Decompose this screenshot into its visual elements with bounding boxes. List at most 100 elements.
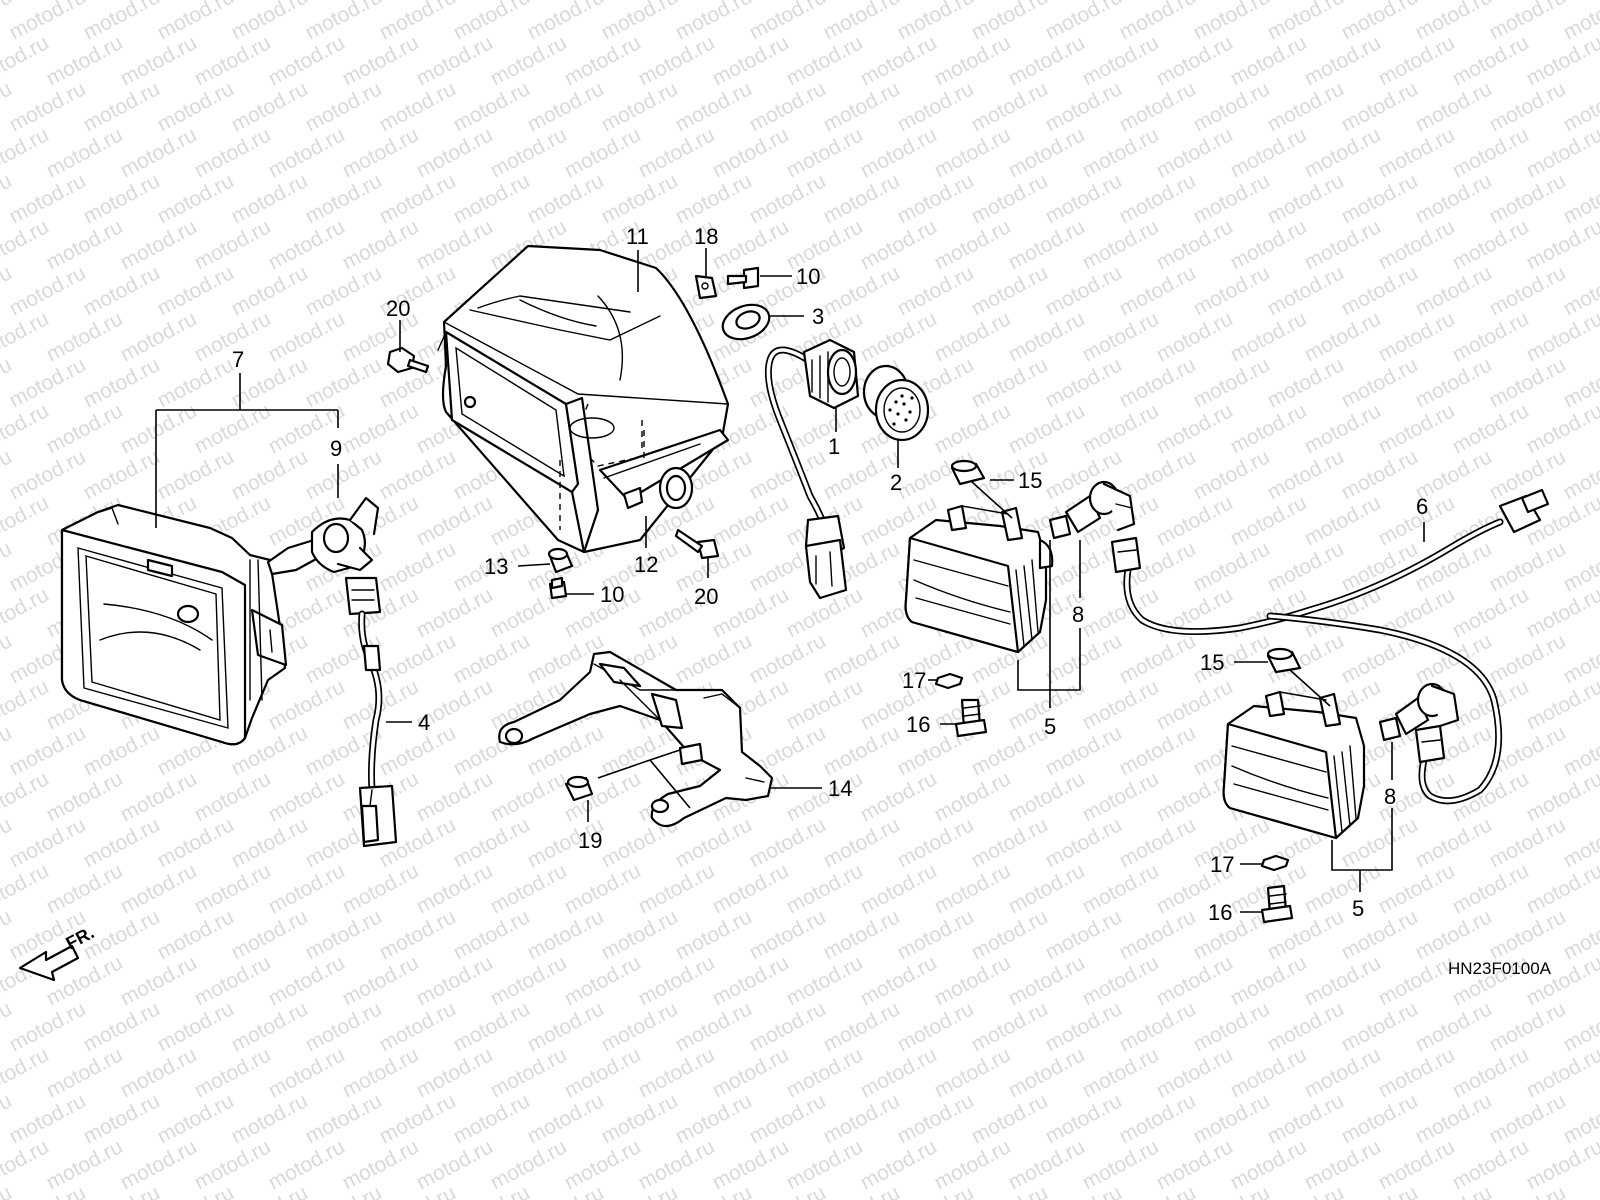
watermark-text: motod.ru <box>1116 813 1200 872</box>
watermark-text: motod.ru <box>1523 859 1600 918</box>
watermark-text: motod.ru <box>487 1043 571 1102</box>
watermark-text: motod.ru <box>80 813 164 872</box>
watermark-text: motod.ru <box>1116 353 1200 412</box>
watermark-text: motod.ru <box>820 905 904 964</box>
watermark-text: motod.ru <box>1264 77 1348 136</box>
watermark-text: motod.ru <box>635 951 719 1010</box>
watermark-text: motod.ru <box>117 399 201 458</box>
watermark-text: motod.ru <box>265 767 349 826</box>
callout-9: 9 <box>330 436 342 461</box>
watermark-text: motod.ru <box>1523 675 1600 734</box>
watermark-text: motod.ru <box>1486 629 1570 688</box>
watermark-text: motod.ru <box>1449 123 1533 182</box>
watermark-text: motod.ru <box>1116 721 1200 780</box>
watermark-text: motod.ru <box>117 767 201 826</box>
watermark-text: motod.ru <box>450 77 534 136</box>
watermark-text: motod.ru <box>709 859 793 918</box>
callout-19: 19 <box>578 828 602 853</box>
watermark-text: motod.ru <box>6 77 90 136</box>
watermark-text: motod.ru <box>746 77 830 136</box>
watermark-text: motod.ru <box>1153 1135 1237 1194</box>
watermark-text: motod.ru <box>1079 215 1163 274</box>
watermark-text: motod.ru <box>931 399 1015 458</box>
watermark-text: motod.ru <box>1079 675 1163 734</box>
watermark-text: motod.ru <box>672 77 756 136</box>
watermark-text: motod.ru <box>1190 1089 1274 1148</box>
watermark-text: motod.ru <box>1190 169 1274 228</box>
watermark-text: motod.ru <box>228 0 312 44</box>
watermark-text: motod.ru <box>1153 951 1237 1010</box>
watermark-text: motod.ru <box>857 859 941 918</box>
watermark-text: motod.ru <box>154 813 238 872</box>
watermark-text: motod.ru <box>820 77 904 136</box>
watermark-text: motod.ru <box>1338 261 1422 320</box>
watermark-text: motod.ru <box>1227 215 1311 274</box>
watermark-text: motod.ru <box>154 353 238 412</box>
watermark-text: motod.ru <box>561 1043 645 1102</box>
watermark-text: motod.ru <box>1042 629 1126 688</box>
watermark-text: motod.ru <box>598 997 682 1056</box>
watermark-text: motod.ru <box>1486 169 1570 228</box>
watermark-text: motod.ru <box>154 1089 238 1148</box>
watermark-text: motod.ru <box>894 77 978 136</box>
watermark-text: motod.ru <box>80 997 164 1056</box>
watermark-text: motod.ru <box>931 767 1015 826</box>
watermark-text: motod.ru <box>0 399 53 458</box>
watermark-text: motod.ru <box>1486 813 1570 872</box>
watermark-text: motod.ru <box>635 123 719 182</box>
callout-15b: 15 <box>1200 650 1224 675</box>
watermark-text: motod.ru <box>450 1089 534 1148</box>
watermark-text: motod.ru <box>1227 123 1311 182</box>
watermark-text: motod.ru <box>1116 905 1200 964</box>
callout-12: 12 <box>634 552 658 577</box>
watermark-text: motod.ru <box>635 1135 719 1194</box>
watermark-text: motod.ru <box>450 0 534 44</box>
watermark-text: motod.ru <box>339 31 423 90</box>
watermark-text: motod.ru <box>931 123 1015 182</box>
watermark-text: motod.ru <box>1116 997 1200 1056</box>
watermark-text: motod.ru <box>1375 215 1459 274</box>
watermark-text: motod.ru <box>1338 1089 1422 1148</box>
watermark-text: motod.ru <box>1079 1135 1163 1194</box>
watermark-text: motod.ru <box>265 215 349 274</box>
watermark-text: motod.ru <box>1264 261 1348 320</box>
watermark-text: motod.ru <box>783 1043 867 1102</box>
watermark-text: motod.ru <box>154 905 238 964</box>
watermark-text: motod.ru <box>783 951 867 1010</box>
watermark-text: motod.ru <box>1338 445 1422 504</box>
watermark-text: motod.ru <box>1486 997 1570 1056</box>
bolt-10-lower <box>548 576 568 600</box>
watermark-text: motod.ru <box>413 859 497 918</box>
socket-harness-1 <box>764 338 860 600</box>
callout-1: 1 <box>828 434 840 459</box>
watermark-text: motod.ru <box>1412 905 1496 964</box>
watermark-text: motod.ru <box>339 1135 423 1194</box>
watermark-text: motod.ru <box>1338 353 1422 412</box>
watermark-text: motod.ru <box>1412 1089 1496 1148</box>
watermark-text: motod.ru <box>1079 583 1163 642</box>
watermark-text: motod.ru <box>228 997 312 1056</box>
watermark-text: motod.ru <box>376 997 460 1056</box>
watermark-text: motod.ru <box>561 859 645 918</box>
watermark-text: motod.ru <box>117 951 201 1010</box>
watermark-text: motod.ru <box>672 813 756 872</box>
watermark-text: motod.ru <box>1412 77 1496 136</box>
watermark-text: motod.ru <box>820 997 904 1056</box>
watermark-text: motod.ru <box>968 997 1052 1056</box>
front-direction-arrow: FR. <box>18 922 97 982</box>
watermark-text: motod.ru <box>1412 169 1496 228</box>
callout-6: 6 <box>1416 494 1428 519</box>
watermark-text: motod.ru <box>894 905 978 964</box>
watermark-text: motod.ru <box>1116 169 1200 228</box>
fog-lamp-upper <box>904 504 1054 654</box>
watermark-text: motod.ru <box>450 629 534 688</box>
watermark-text: motod.ru <box>746 997 830 1056</box>
watermark-text: motod.ru <box>0 767 53 826</box>
watermark-text: motod.ru <box>968 261 1052 320</box>
watermark-text: motod.ru <box>0 31 53 90</box>
watermark-text: motod.ru <box>1190 997 1274 1056</box>
watermark-text: motod.ru <box>487 123 571 182</box>
watermark-text: motod.ru <box>1375 399 1459 458</box>
watermark-text: motod.ru <box>931 859 1015 918</box>
